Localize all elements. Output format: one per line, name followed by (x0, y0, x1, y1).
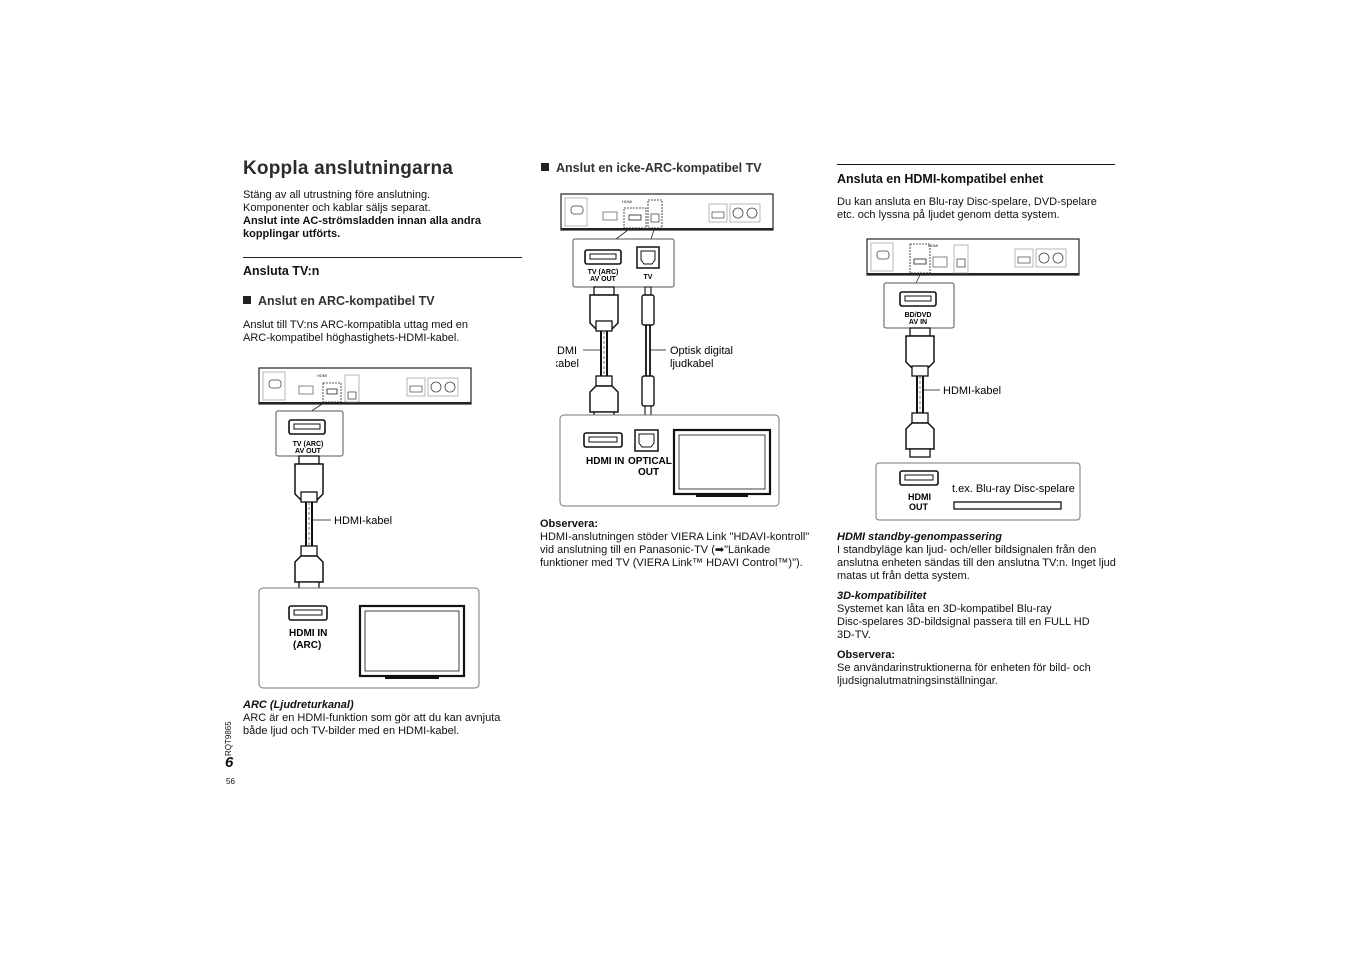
player-label: t.ex. Blu-ray Disc-spelare (952, 483, 1075, 495)
3d-heading: 3D-kompatibilitet (837, 590, 927, 602)
hdmi-cable (905, 327, 935, 458)
intro-line: Stäng av all utrustning före anslutning. (243, 189, 431, 201)
arc-info: ARC (Ljudreturkanal) ARC är en HDMI-funk… (243, 699, 500, 738)
standby-heading: HDMI standby-genompassering (837, 531, 1003, 543)
bullet-square-icon (243, 296, 251, 304)
hdmi-cable-label: HDMI (556, 345, 577, 357)
right-note: Observera: Se användarinstruktionerna fö… (837, 649, 1091, 688)
subheading-arc: Anslut en ARC-kompatibel TV (243, 294, 435, 308)
note-line: Se användarinstruktionerna för enheten f… (837, 662, 1091, 674)
page-number: 6 (225, 754, 234, 771)
note-line: HDMI-anslutningen stöder VIERA Link "HDA… (540, 531, 810, 543)
tv-unit: HDMI IN (ARC) (258, 587, 480, 689)
player-port-label: HDMI (908, 492, 931, 502)
hdmi-logo: HDMI (928, 243, 938, 248)
device-rear-panel: HDMI (560, 193, 774, 231)
non-arc-connection-diagram: HDMI TV (ARC) AV OUT TV (556, 193, 780, 507)
arc-info-line: ARC är en HDMI-funktion som gör att du k… (243, 712, 501, 724)
port-label: TV (ARC) (293, 441, 324, 448)
section-divider (837, 164, 1115, 165)
page-title: Koppla anslutningarna (243, 158, 454, 179)
tv-optical-port-label: OUT (638, 467, 659, 478)
hdmi-logo: HDMI (317, 373, 327, 378)
section-heading-hdmi-device: Ansluta en HDMI-kompatibel enhet (837, 172, 1044, 186)
non-arc-note: Observera: HDMI-anslutningen stöder VIER… (540, 518, 809, 570)
subheading-arc-label: Anslut en ARC-kompatibel TV (258, 294, 435, 308)
model-code: RQT9865 (224, 721, 233, 756)
arc-instruction-line: ARC-kompatibel höghastighets-HDMI-kabel. (243, 332, 460, 344)
hdmi-cable (589, 286, 619, 421)
port-label: BD/DVD (905, 312, 932, 319)
note-line: funktioner med TV (VIERA Link™ HDAVI Con… (540, 557, 803, 569)
warning-line: kopplingar utförts. (243, 228, 341, 240)
hdmi-cable-label: -kabel (556, 358, 579, 370)
arc-instructions: Anslut till TV:ns ARC-kompatibla uttag m… (243, 319, 468, 345)
device-rear-panel: HDMI (866, 238, 1080, 276)
intro-text: Stäng av all utrustning före anslutning.… (243, 189, 481, 241)
arc-info-heading: ARC (Ljudreturkanal) (243, 699, 354, 711)
note-line: vid anslutning till en Panasonic-TV (➡"L… (540, 544, 771, 556)
tv-unit: HDMI IN OPTICAL OUT (559, 414, 780, 507)
bullet-square-icon (541, 163, 549, 171)
hdmi-logo: HDMI (622, 199, 632, 204)
subheading-non-arc-label: Anslut en icke-ARC-kompatibel TV (556, 161, 762, 175)
device-rear-panel: HDMI (258, 367, 472, 405)
port-label: AV OUT (590, 276, 617, 283)
cable-label: HDMI-kabel (334, 515, 392, 527)
note-heading: Observera: (540, 518, 599, 530)
cable-label: HDMI-kabel (943, 385, 1001, 397)
intro-line: etc. och lyssna på ljudet genom detta sy… (837, 209, 1060, 221)
arc-port-callout: TV (ARC) AV OUT (275, 410, 344, 457)
3d-line: Disc-spelares 3D-bildsignal passera till… (837, 616, 1090, 628)
arc-instruction-line: Anslut till TV:ns ARC-kompatibla uttag m… (243, 319, 468, 331)
standby-line: matas ut från detta system. (837, 570, 970, 582)
intro-line: Komponenter och kablar säljs separat. (243, 202, 431, 214)
note-heading: Observera: (837, 649, 896, 661)
tv-hdmi-port-label: HDMI IN (586, 456, 624, 467)
3d-line: Systemet kan låta en 3D-kompatibel Blu-r… (837, 603, 1052, 615)
optical-cable (641, 286, 655, 417)
tv-port-label: HDMI IN (289, 628, 327, 639)
model-code-box: RQT9865 (223, 716, 237, 756)
bd-dvd-port-callout: BD/DVD AV IN (883, 282, 955, 329)
arc-info-line: både ljud och TV-bilder med en HDMI-kabe… (243, 725, 460, 737)
note-line: ljudsignalutmatningsinställningar. (837, 675, 998, 687)
hdmi-device-connection-diagram: HDMI BD/DVD AV IN HDMI-kabel HDMI (866, 238, 1081, 521)
ports-callout: TV (ARC) AV OUT TV (572, 238, 675, 288)
tv-port-label: (ARC) (293, 640, 321, 651)
port-label: TV (ARC) (588, 269, 619, 276)
arc-connection-diagram: HDMI TV (ARC) AV OUT HDMI-kabel (258, 367, 480, 689)
hdmi-cable (294, 455, 324, 591)
section-heading-tv: Ansluta TV:n (243, 264, 320, 278)
optical-cable-label: Optisk digital (670, 345, 733, 357)
port-label: AV IN (909, 319, 927, 326)
player-port-label: OUT (909, 502, 929, 512)
optical-cable-label: ljudkabel (670, 358, 713, 370)
tv-optical-port-label: OPTICAL (628, 456, 672, 467)
port-label: AV OUT (295, 448, 322, 455)
standby-line: anslutna enheten sändas till den anslutn… (837, 557, 1116, 569)
intro-line: Du kan ansluta en Blu-ray Disc-spelare, … (837, 196, 1097, 208)
3d-line: 3D-TV. (837, 629, 871, 641)
subheading-non-arc: Anslut en icke-ARC-kompatibel TV (541, 161, 762, 175)
standby-line: I standbyläge kan ljud- och/eller bildsi… (837, 544, 1097, 556)
hdmi-device-intro: Du kan ansluta en Blu-ray Disc-spelare, … (837, 196, 1097, 222)
warning-line: Anslut inte AC-strömsladden innan alla a… (243, 215, 481, 227)
blu-ray-player: HDMI OUT t.ex. Blu-ray Disc-spelare (875, 462, 1081, 521)
section-divider (243, 257, 522, 258)
standby-info: HDMI standby-genompassering I standbyläg… (837, 531, 1116, 583)
3d-info: 3D-kompatibilitet Systemet kan låta en 3… (837, 590, 1090, 642)
page-sub-number: 56 (226, 777, 235, 786)
optical-port-label: TV (644, 274, 653, 281)
